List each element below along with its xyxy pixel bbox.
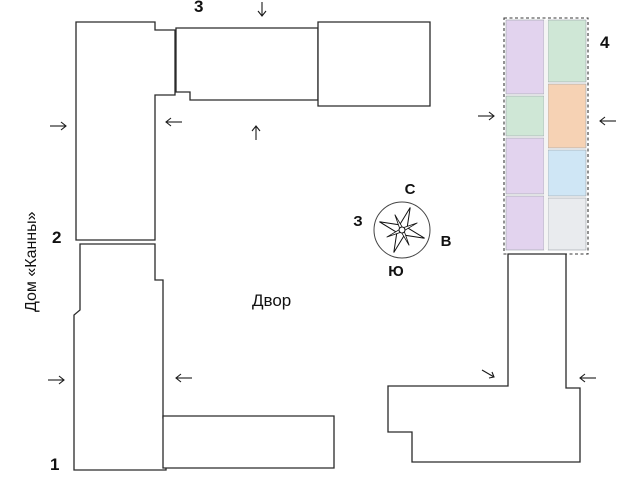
arrow-tower-left: [478, 111, 495, 121]
compass-north: С: [405, 181, 416, 198]
arrow-left-lower: [48, 375, 65, 385]
compass-star-icon: [379, 207, 425, 253]
arrow-top: [257, 2, 267, 17]
section-number-2: 2: [52, 228, 61, 247]
apartment-block-orange[interactable]: [547, 83, 587, 149]
arrow-bottom-right-left: [481, 369, 495, 379]
apartment-block-purple-top[interactable]: [505, 19, 545, 95]
compass-south: Ю: [388, 263, 403, 280]
compass-east: В: [441, 233, 452, 250]
entrance-arrows: [48, 2, 616, 385]
apartment-block-grey[interactable]: [547, 197, 587, 251]
apartment-block-purple-mid[interactable]: [505, 137, 545, 195]
building-section-1[interactable]: [73, 243, 167, 471]
apartment-block-green-top[interactable]: [547, 19, 587, 83]
apartment-block-blue[interactable]: [547, 149, 587, 197]
building-section-3-end[interactable]: [317, 21, 431, 107]
building-section-2[interactable]: [75, 21, 176, 241]
section-number-3: 3: [194, 0, 203, 16]
apartment-block-green-mid[interactable]: [505, 95, 545, 137]
arrow-courtyard-top: [251, 125, 261, 140]
building-section-4[interactable]: [503, 17, 589, 255]
arrow-left-upper: [50, 121, 67, 131]
arrow-bottom-right-right: [579, 373, 596, 383]
section-number-1: 1: [50, 455, 59, 474]
arrow-inner-upper: [165, 117, 182, 127]
courtyard-label: Двор: [252, 291, 291, 310]
compass-west: З: [353, 213, 362, 230]
arrow-inner-lower: [175, 373, 192, 383]
apartment-block-purple-low[interactable]: [505, 195, 545, 251]
building-section-3[interactable]: [175, 27, 319, 101]
section-number-4: 4: [600, 33, 610, 52]
arrow-tower-right: [599, 116, 616, 126]
building-bottom-right[interactable]: [387, 253, 581, 463]
building-section-1-wing[interactable]: [162, 415, 335, 469]
neighbor-house-label: Дом «Канны»: [23, 211, 40, 312]
compass: С В Ю З: [353, 181, 451, 280]
